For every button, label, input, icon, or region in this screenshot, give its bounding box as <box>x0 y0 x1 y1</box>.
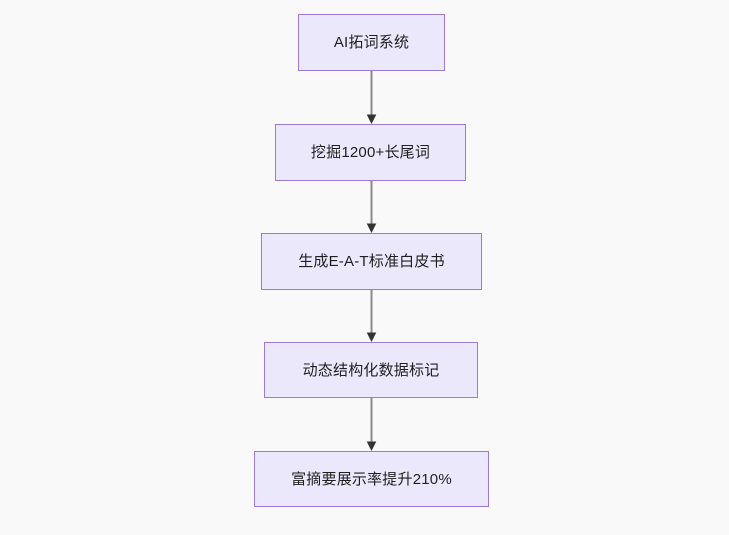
node-label: 富摘要展示率提升210% <box>291 470 452 488</box>
flowchart-node-mine-longtail-keywords[interactable]: 挖掘1200+长尾词 <box>275 124 466 181</box>
node-label: 生成E-A-T标准白皮书 <box>298 253 445 270</box>
flowchart-node-rich-snippet-impression-lift[interactable]: 富摘要展示率提升210% <box>254 451 489 507</box>
connector-arrow-3 <box>365 290 378 342</box>
connector-arrow-4 <box>365 398 378 451</box>
flowchart-node-dynamic-structured-data-markup[interactable]: 动态结构化数据标记 <box>264 342 478 398</box>
node-label: 动态结构化数据标记 <box>302 361 440 379</box>
connector-arrow-1 <box>365 71 378 124</box>
flowchart-node-ai-keyword-system[interactable]: AI拓词系统 <box>298 14 445 71</box>
flowchart-node-generate-eat-whitepaper[interactable]: 生成E-A-T标准白皮书 <box>261 233 482 290</box>
node-label: AI拓词系统 <box>333 34 410 51</box>
node-label: 挖掘1200+长尾词 <box>310 144 431 161</box>
connector-arrow-2 <box>365 181 378 233</box>
